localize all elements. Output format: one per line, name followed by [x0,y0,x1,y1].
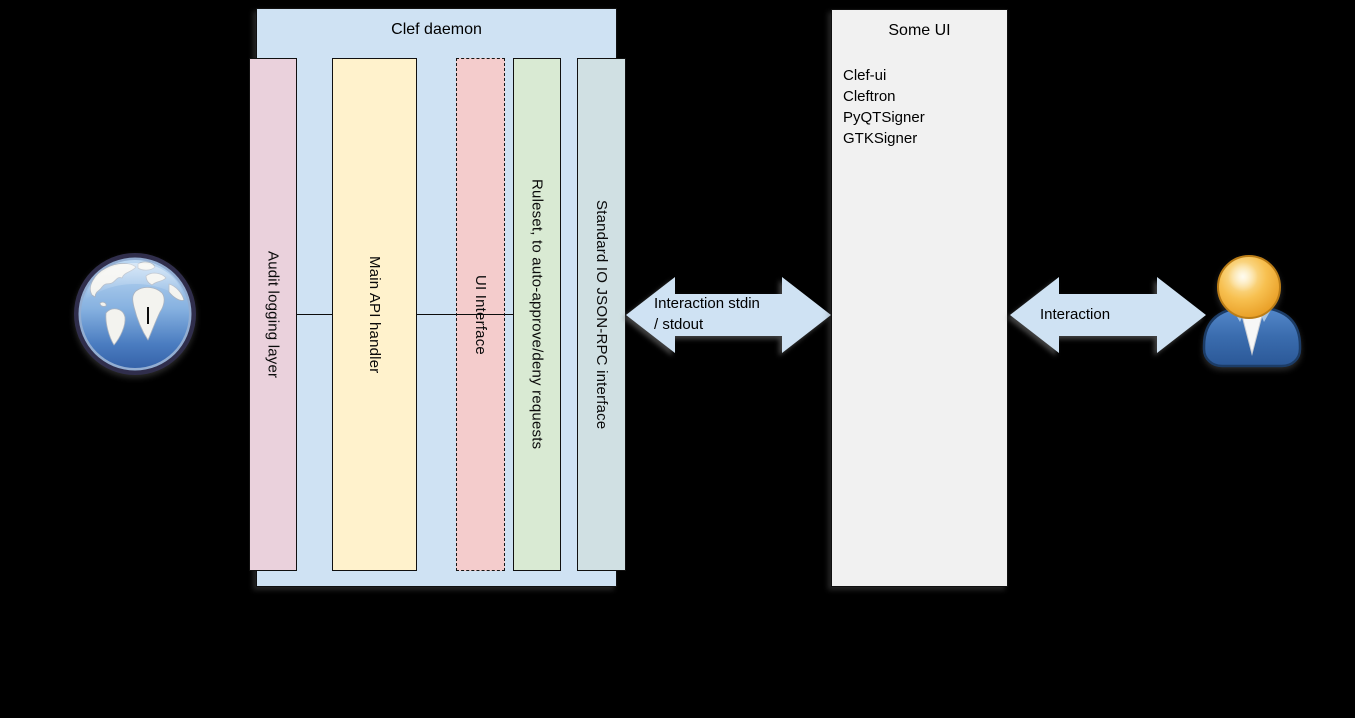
clef-daemon-title: Clef daemon [391,21,482,38]
bar-stdio-jsonrpc-interface-label: Standard IO JSON-RPC interface [593,199,610,430]
bar-main-api-handler-label: Main API handler [366,255,383,374]
ui-item-cleftron: Cleftron [843,88,896,105]
some-ui-box: Some UI Clef-ui Cleftron PyQTSigner GTKS… [831,9,1008,587]
clef-daemon-box: Clef daemon [256,8,617,587]
arrow-interaction-label: Interaction [1040,306,1111,323]
bar-ruleset: Ruleset, to auto-approve/deny requests [513,58,561,571]
bar-audit-logging-layer-label: Audit logging layer [264,250,282,379]
person-head-gloss [1228,262,1258,292]
bar-audit-logging-layer: Audit logging layer [249,58,297,571]
double-arrow-shape [626,277,831,353]
arrow-stdin-stdout-label: Interaction stdin / stdout [654,293,760,335]
connector-line-audit-to-api [297,314,332,315]
bar-stdio-jsonrpc-interface: Standard IO JSON-RPC interface [577,58,626,571]
ui-item-pyqtsigner: PyQTSigner [843,109,925,126]
user-person-icon [1202,255,1302,368]
connector-line-api-to-ruleset [417,314,513,315]
some-ui-title: Some UI [888,22,951,39]
bar-main-api-handler: Main API handler [332,58,417,571]
some-ui-item-list: Clef-ui Cleftron PyQTSigner GTKSigner [843,65,925,149]
arrow-stdin-stdout-label-line2: / stdout [654,316,704,333]
ui-item-gtksigner: GTKSigner [843,130,918,147]
bar-ruleset-label: Ruleset, to auto-approve/deny requests [528,179,546,450]
ui-item-clef-ui: Clef-ui [843,67,887,84]
internet-globe-icon [74,253,196,375]
arrow-stdin-stdout: Interaction stdin / stdout [626,271,831,359]
arrow-interaction: Interaction [1010,271,1206,359]
globe-connector-stub [147,307,149,324]
arrow-stdin-stdout-label-line1: Interaction stdin [654,295,760,312]
double-arrow-shape [1010,277,1206,353]
